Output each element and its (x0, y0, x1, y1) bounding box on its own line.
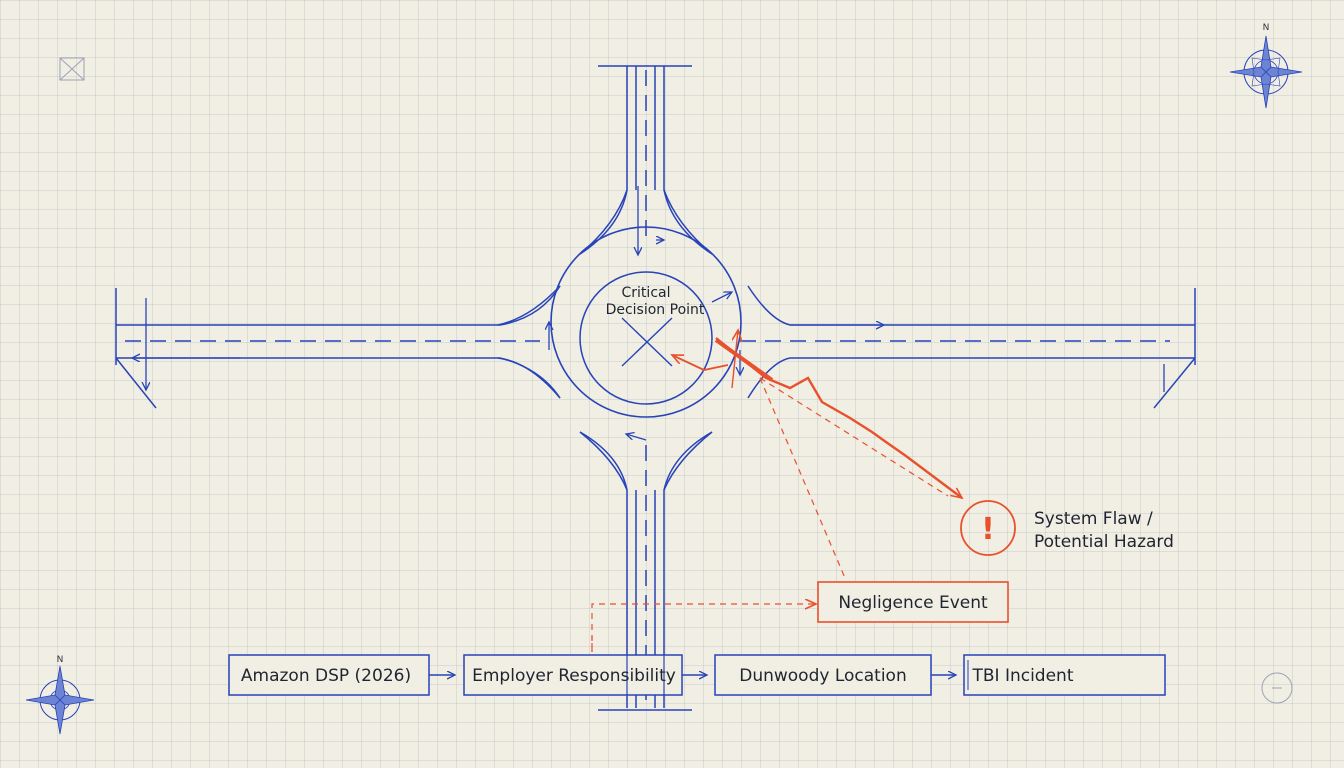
negligence-event-label: Negligence Event (838, 593, 988, 613)
decision-point-line1: Critical (622, 285, 671, 301)
flow-box-amazon-dsp: Amazon DSP (2026) (228, 654, 430, 696)
compass-north-label: N (57, 655, 64, 665)
hazard-warning-symbol: ! (981, 512, 995, 547)
flow-box-tbi-incident: TBI Incident (963, 654, 1166, 696)
flow-box-label: TBI Incident (971, 666, 1073, 686)
corner-box-mark (59, 57, 85, 81)
negligence-event-box: Negligence Event (817, 581, 1009, 623)
roundabout-inner-island (579, 271, 713, 405)
hazard-label-line2: Potential Hazard (1034, 532, 1174, 552)
compass-north-label: N (1263, 23, 1270, 33)
flow-box-dunwoody-location: Dunwoody Location (714, 654, 932, 696)
flow-box-label: Dunwoody Location (739, 666, 907, 686)
hazard-path (591, 330, 962, 652)
flow-box-label: Amazon DSP (2026) (241, 666, 411, 686)
roundabout-outer-ring (550, 226, 742, 418)
compass-rose-icon: N (25, 655, 95, 735)
decision-cross-mark (621, 317, 673, 367)
hazard-label-line1: System Flaw / (1034, 509, 1153, 529)
flow-box-employer-responsibility: Employer Responsibility (463, 654, 683, 696)
road-network (115, 65, 1196, 711)
compass-rose-icon: N (1229, 23, 1303, 109)
lane-arrows (132, 186, 1165, 441)
hazard-warning-icon (960, 500, 1016, 556)
corner-circle-mark (1261, 672, 1293, 704)
decision-point-line2: Decision Point (606, 302, 705, 318)
flow-box-label: Employer Responsibility (472, 666, 676, 686)
